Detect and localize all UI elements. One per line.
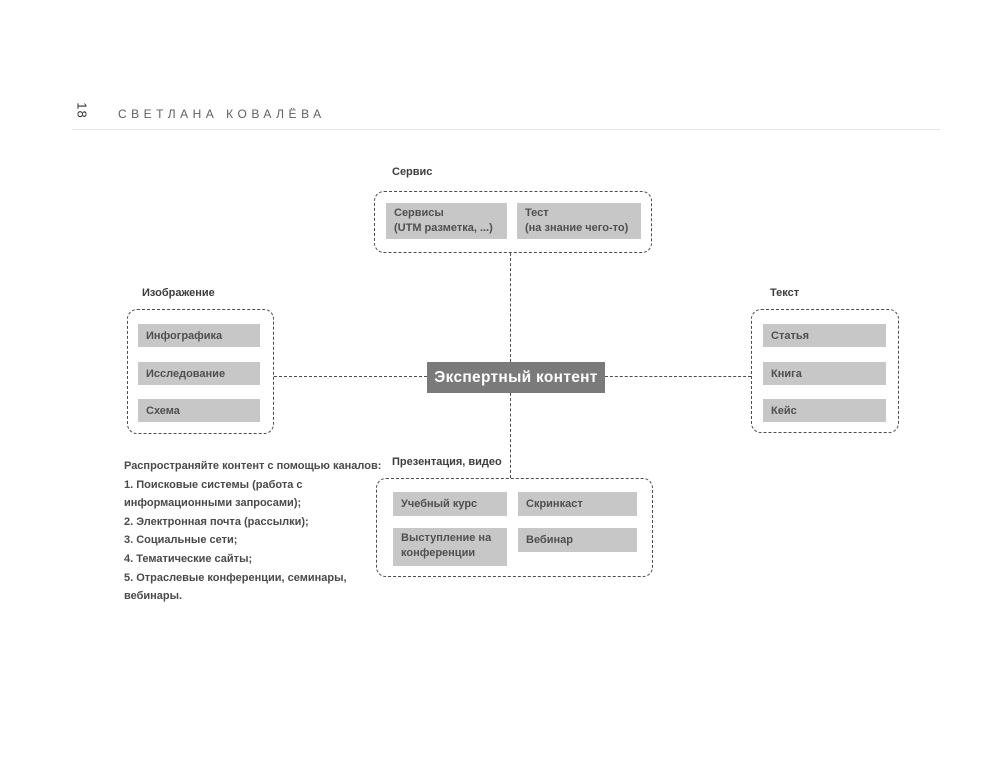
item-box-line: Сервисы [394,207,444,219]
page-number: 18 [74,102,90,119]
item-box-case: Кейс [763,399,886,422]
group-text [751,309,899,433]
item-box-screencast: Скринкаст [518,492,637,516]
group-service [374,191,652,253]
item-box-webinar: Вебинар [518,528,637,552]
item-box-conference-talk: Выступление на конференции [393,528,507,566]
note-line: Распространяйте контент с помощью канало… [124,460,382,472]
connector-top [510,253,511,362]
connector-bottom [510,393,511,478]
note-line: 4. Тематические сайты; [124,552,253,565]
item-box-test: Тест (на знание чего-то) [517,203,641,239]
item-box-services: Сервисы (UTM разметка, ...) [386,203,507,239]
group-label-presentation: Презентация, видео [392,456,502,468]
distribution-note: Распространяйте контент с помощью канало… [124,457,381,606]
item-box-line: (UTM разметка, ...) [394,222,493,234]
center-node-expert-content: Экспертный контент [427,362,605,393]
item-box-research: Исследование [138,362,260,385]
note-line: 2. Электронная почта (рассылки); [124,515,309,528]
item-box-scheme: Схема [138,399,260,422]
group-presentation [376,478,653,577]
connector-left [274,376,427,377]
note-line: вебинары. [124,590,183,603]
group-image [127,309,274,434]
item-box-line: Тест [525,207,549,219]
connector-right [605,376,751,377]
group-label-service: Сервис [392,166,433,178]
item-box-book: Книга [763,362,886,385]
header-rule [72,129,940,130]
author-header: СВЕТЛАНА КОВАЛЁВА [118,107,326,121]
note-line: 3. Социальные сети; [124,534,238,547]
group-label-image: Изображение [142,287,215,299]
item-box-line: (на знание чего-то) [525,222,629,234]
note-line: информационными запросами); [124,497,302,510]
item-box-article: Статья [763,324,886,347]
group-label-text: Текст [770,287,800,299]
item-box-infographic: Инфографика [138,324,260,347]
note-line: 1. Поисковые системы (работа с [124,478,303,491]
item-box-course: Учебный курс [393,492,507,516]
note-line: 5. Отраслевые конференции, семинары, [124,571,347,584]
